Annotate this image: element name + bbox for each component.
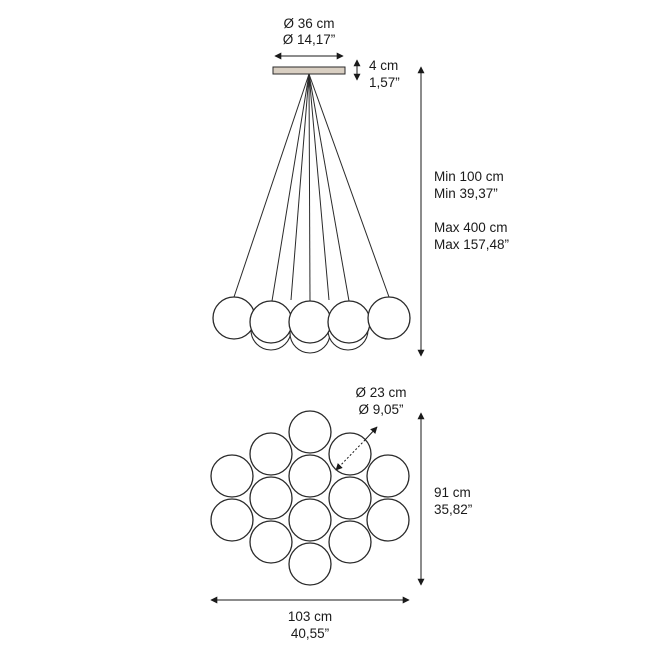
cluster-width-cm: 103 cm: [288, 609, 332, 624]
cable-1: [233, 73, 310, 298]
sphere-diameter-cm: Ø 23 cm: [355, 385, 406, 400]
top-sphere-9: [210, 498, 254, 542]
side-front-spheres: [212, 296, 411, 344]
side-view: Ø 36 cm Ø 14,17” 4 cm 1,57” Min 100 cm M…: [212, 16, 509, 357]
top-sphere-6: [366, 454, 410, 498]
cable-5: [308, 73, 390, 298]
canopy-diameter-in: Ø 14,17”: [283, 32, 336, 47]
sphere-diameter-leader: [363, 426, 378, 442]
side-sphere-4: [327, 300, 371, 344]
top-sphere-1: [288, 410, 332, 454]
top-sphere-7: [249, 476, 293, 520]
side-sphere-1: [212, 296, 256, 340]
top-sphere-2: [249, 432, 293, 476]
cable-3: [308, 73, 311, 302]
canopy-height-cm: 4 cm: [369, 58, 398, 73]
top-sphere-5: [288, 454, 332, 498]
top-sphere-12: [249, 520, 293, 564]
min-height-cm: Min 100 cm: [434, 169, 504, 184]
min-height-in: Min 39,37”: [434, 186, 498, 201]
cluster-spheres: [210, 410, 410, 586]
top-sphere-11: [366, 498, 410, 542]
cluster-width-in: 40,55”: [291, 626, 329, 641]
cable-7: [308, 73, 330, 301]
top-sphere-14: [288, 542, 332, 586]
cluster-depth-cm: 91 cm: [434, 485, 471, 500]
top-sphere-10: [288, 498, 332, 542]
top-sphere-13: [328, 520, 372, 564]
cluster-depth-in: 35,82”: [434, 502, 472, 517]
max-height-in: Max 157,48”: [434, 237, 509, 252]
suspension-cables: [233, 73, 390, 302]
max-height-cm: Max 400 cm: [434, 220, 508, 235]
canopy-height-in: 1,57”: [369, 75, 400, 90]
sphere-diameter-dimension-line: [335, 440, 365, 471]
side-sphere-2: [249, 300, 293, 344]
top-sphere-4: [210, 454, 254, 498]
side-sphere-5: [367, 296, 411, 340]
cable-4: [308, 73, 350, 302]
canopy: [272, 66, 346, 75]
top-view: Ø 23 cm Ø 9,05” 91 cm 35,82” 103 cm 40,5…: [210, 385, 472, 641]
canopy-diameter-cm: Ø 36 cm: [283, 16, 334, 31]
side-sphere-3: [288, 300, 332, 344]
sphere-diameter-in: Ø 9,05”: [358, 402, 403, 417]
cable-6: [290, 73, 310, 301]
top-sphere-3: [328, 432, 372, 476]
cable-2: [271, 73, 310, 302]
top-sphere-8: [328, 476, 372, 520]
